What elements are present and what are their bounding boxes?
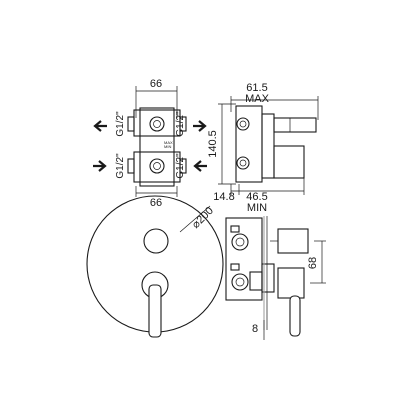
depth-min-value: 46.5 bbox=[246, 191, 267, 203]
upper-port-block bbox=[133, 109, 181, 137]
lever-handle bbox=[148, 284, 162, 338]
depth-min-label: MIN bbox=[247, 202, 267, 214]
lower-port-circle bbox=[149, 158, 165, 174]
assembly-lower-port bbox=[231, 273, 249, 291]
assembly-knob bbox=[277, 228, 309, 254]
side-lower-port-inner bbox=[239, 159, 247, 167]
lever-depth-label: 8 bbox=[252, 323, 258, 335]
upper-port-inner bbox=[153, 120, 161, 128]
thread-label-bottom-right: G1/2" bbox=[175, 153, 186, 179]
assembly-lever-hub bbox=[277, 267, 305, 299]
side-body bbox=[235, 105, 263, 183]
height-label: 140.5 bbox=[207, 130, 219, 158]
bottom-width-label: 66 bbox=[150, 197, 162, 209]
side-view: 61.5 MAX 140.5 14.8 46.5 MIN bbox=[207, 82, 319, 214]
assembly-upper-port-inner bbox=[235, 237, 245, 247]
thread-label-top-right: G1/2" bbox=[175, 111, 186, 137]
thread-label-bottom-left: G1/2" bbox=[115, 153, 126, 179]
assembly-upper-nub bbox=[230, 225, 240, 233]
front-view: 66 MAX MIN G1/2" G1/2" G1/2" G1/2" 66 bbox=[93, 78, 207, 209]
lever-height-label: 68 bbox=[307, 257, 319, 269]
diverter-knob bbox=[143, 228, 169, 254]
lower-port-block bbox=[133, 151, 181, 183]
face-plate-view: ⌀200 bbox=[86, 195, 224, 338]
upper-port-circle bbox=[149, 116, 165, 132]
lower-right-stub bbox=[179, 158, 187, 174]
assembly-connector-inner bbox=[249, 271, 263, 291]
valve-body bbox=[139, 107, 175, 187]
lower-left-stub bbox=[127, 158, 135, 174]
diameter-leader bbox=[179, 205, 211, 233]
sleeve-min bbox=[273, 145, 305, 179]
outflow-arrow-right-icon bbox=[193, 120, 207, 132]
upper-left-stub bbox=[127, 116, 135, 132]
side-upper-port-inner bbox=[239, 120, 247, 128]
assembly-side-view: 68 8 bbox=[225, 216, 326, 340]
inflow-arrow-right-icon bbox=[193, 160, 207, 172]
body-mark-bottom: MIN bbox=[164, 144, 171, 149]
lower-port-inner bbox=[153, 162, 161, 170]
depth-max-value: 61.5 bbox=[246, 82, 267, 94]
side-upper-port bbox=[236, 117, 250, 131]
assembly-upper-port bbox=[231, 233, 249, 251]
assembly-lower-port-inner bbox=[235, 277, 245, 287]
thread-label-top-left: G1/2" bbox=[115, 111, 126, 137]
offset-left-label: 14.8 bbox=[213, 191, 234, 203]
sleeve-max bbox=[273, 117, 317, 133]
assembly-mid-nub bbox=[230, 263, 240, 271]
inflow-arrow-left-icon bbox=[93, 160, 107, 172]
assembly-body bbox=[225, 217, 263, 301]
body-mark-top: MAX bbox=[164, 140, 173, 145]
outflow-arrow-left-icon bbox=[93, 120, 107, 132]
side-lower-port bbox=[236, 156, 250, 170]
upper-right-stub bbox=[179, 116, 187, 132]
assembly-lever-handle bbox=[289, 295, 301, 337]
side-flange bbox=[261, 113, 275, 179]
top-width-label: 66 bbox=[150, 78, 162, 90]
depth-max-label: MAX bbox=[245, 93, 270, 105]
